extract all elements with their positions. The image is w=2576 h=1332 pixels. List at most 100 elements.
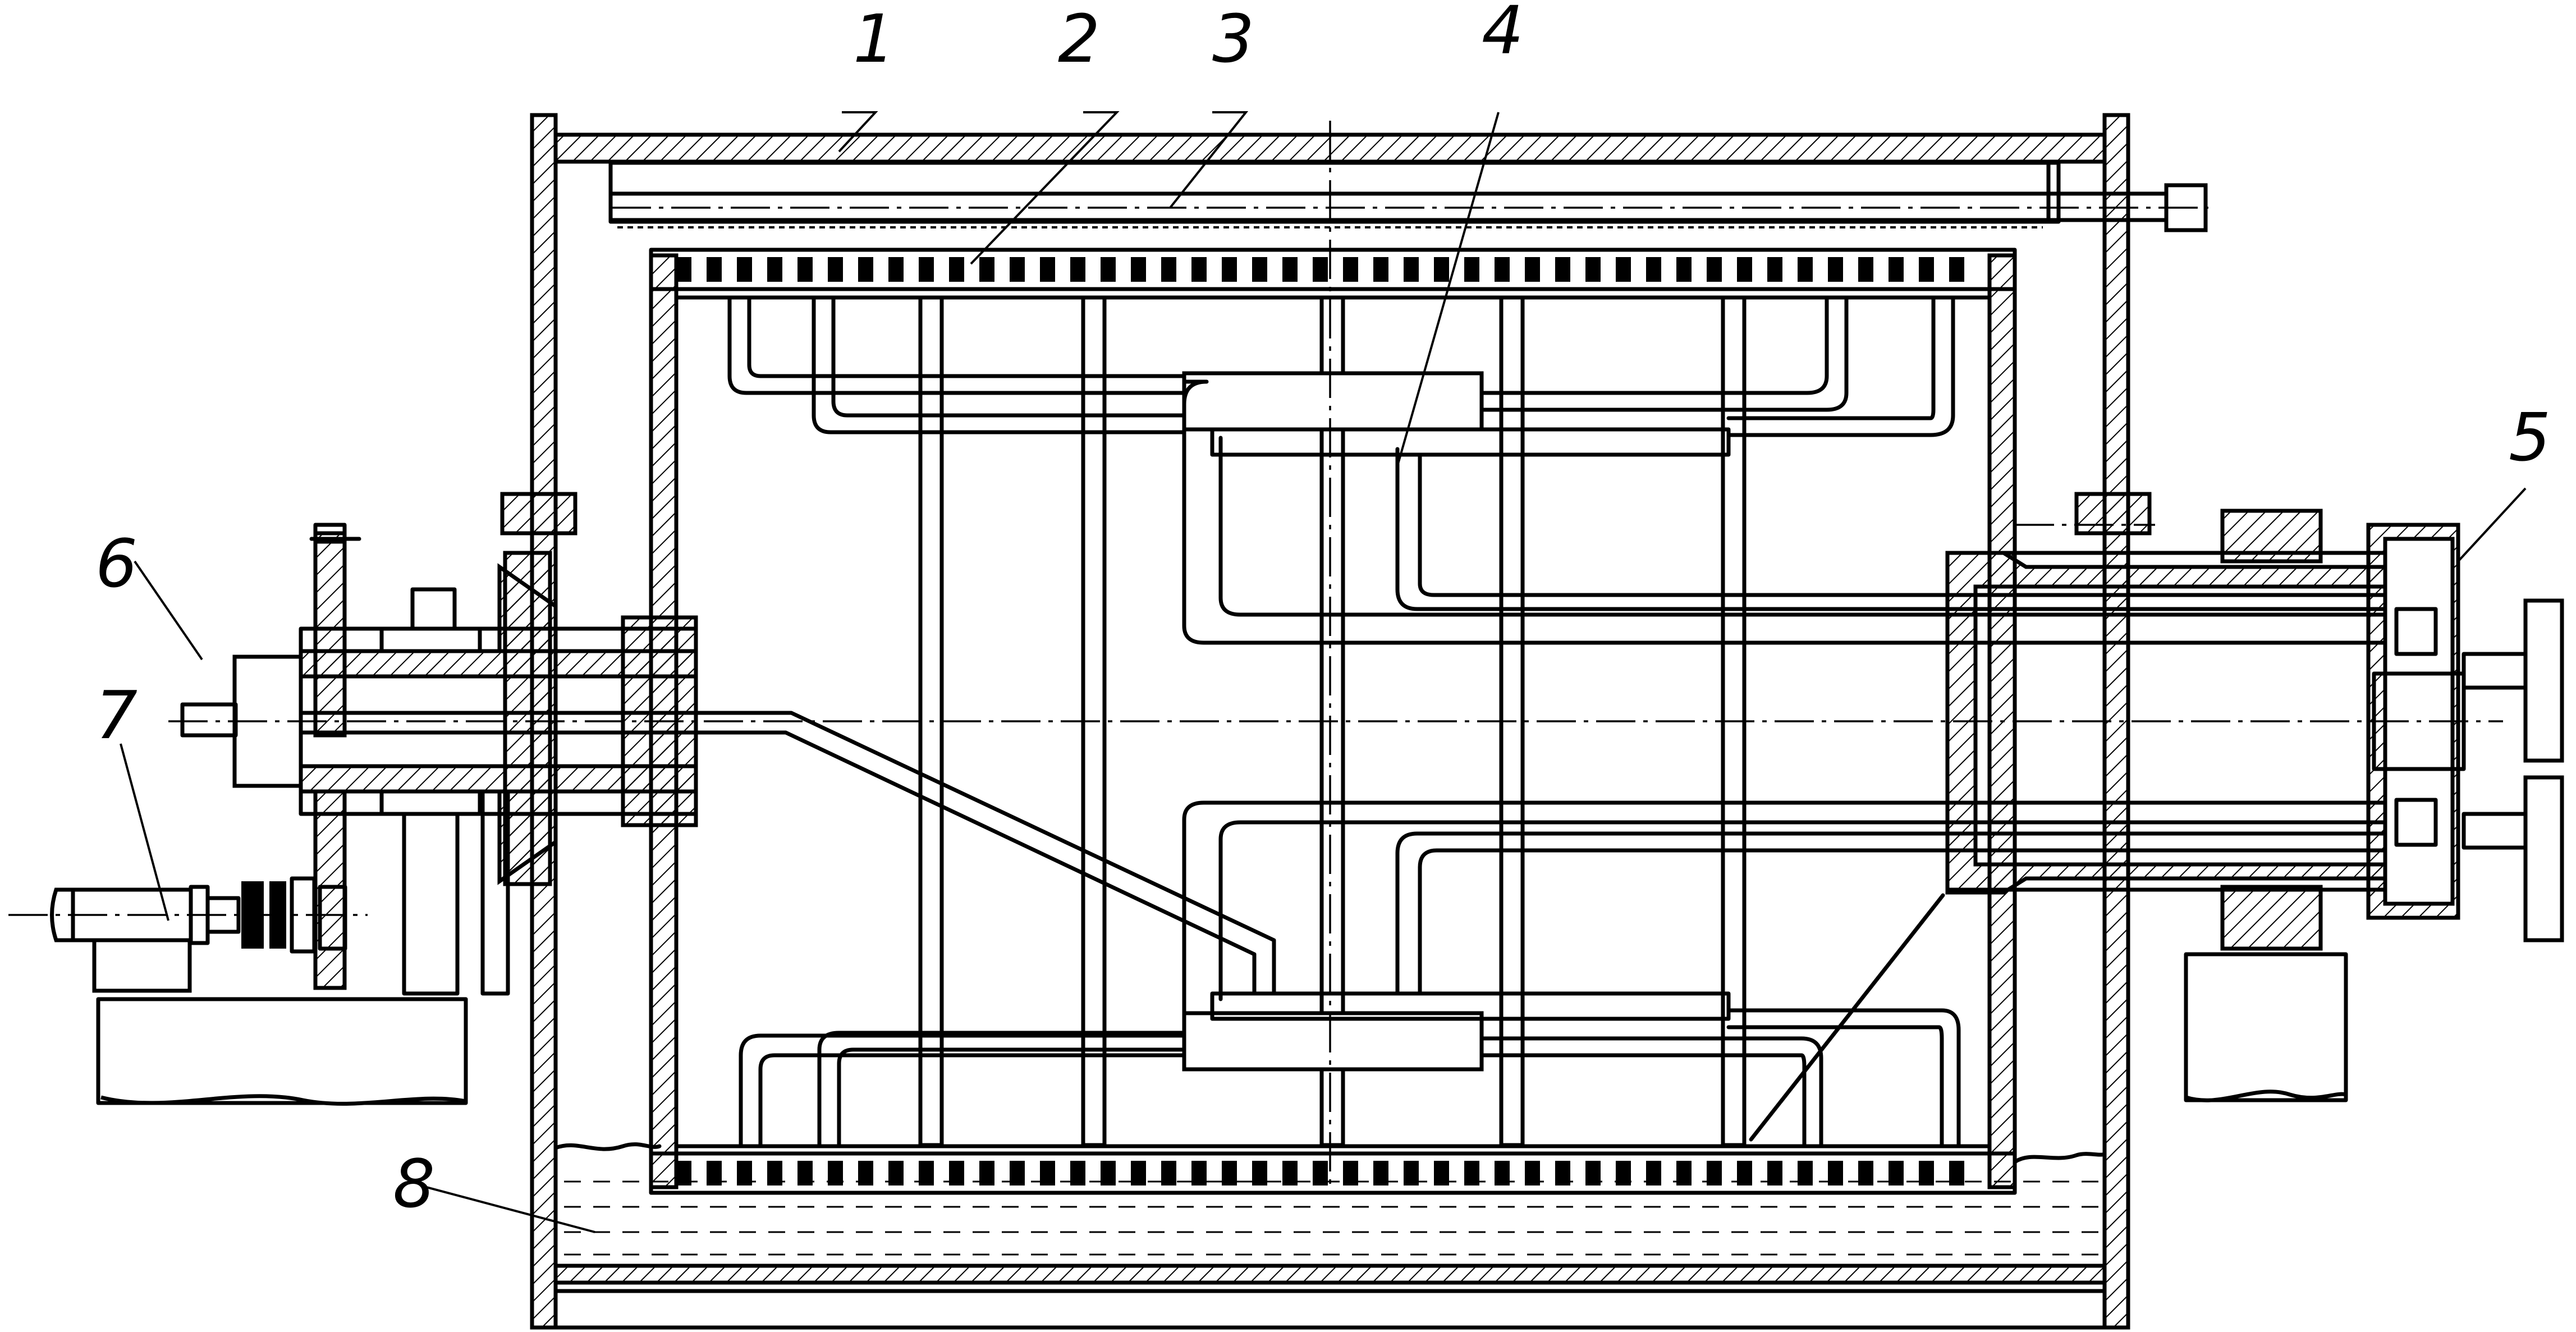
drum-perforation-segment xyxy=(676,1161,691,1185)
drum-perforation-segment xyxy=(797,257,813,282)
callout-2: 2 xyxy=(1058,0,1100,77)
drum-perforation-segment xyxy=(1737,257,1752,282)
drum-perforation-segment xyxy=(1404,1161,1419,1185)
drum-perforation-segment xyxy=(1889,1161,1904,1185)
anode-bar xyxy=(608,161,2208,232)
drum-perforation-segment xyxy=(1313,1161,1328,1185)
drum-perforation-segment xyxy=(1434,257,1449,282)
drum-perforation-segment xyxy=(1252,257,1267,282)
drum-perforation-segment xyxy=(1464,1161,1479,1185)
drum-perforation-segment xyxy=(979,1161,994,1185)
drum-perforation-segment xyxy=(1585,257,1601,282)
drum-perforation-segment xyxy=(1343,257,1358,282)
drum-perforation-segment xyxy=(1131,257,1146,282)
drum-perforation-segment xyxy=(1767,257,1782,282)
drum-perforation-segment xyxy=(1616,1161,1631,1185)
drum-perforation-segment xyxy=(1828,257,1843,282)
drum-perforation-segment xyxy=(1919,1161,1934,1185)
drum-perforation-segment xyxy=(1313,257,1328,282)
drum-perforation-segment xyxy=(1222,257,1237,282)
drum-perforation-segment xyxy=(1495,1161,1510,1185)
drum-perforation-segment xyxy=(1282,257,1298,282)
drum-perforation-segment xyxy=(858,257,873,282)
drum-perforation-segment xyxy=(1252,1161,1267,1185)
drum-perforation-segment xyxy=(676,257,691,282)
drum-perforation-segment xyxy=(1373,257,1388,282)
drum-perforation-segment xyxy=(1555,257,1570,282)
drum-perforation-segment xyxy=(1858,257,1873,282)
drum-perforation-segment xyxy=(1585,1161,1601,1185)
drum-perforation-segment xyxy=(1404,257,1419,282)
leader-lines xyxy=(120,111,2527,1233)
drum-perforation-segment xyxy=(1373,1161,1388,1185)
drum-perforation-segment xyxy=(1767,1161,1782,1185)
drum-perforation-segment xyxy=(1707,257,1722,282)
drum-perforation-segment xyxy=(1161,257,1176,282)
drum-perforation-segment xyxy=(737,257,752,282)
drum-perforation-segment xyxy=(949,1161,964,1185)
drum-perforation-segment xyxy=(888,1161,904,1185)
drum-perforation-segment xyxy=(707,1161,722,1185)
callout-4: 4 xyxy=(1482,0,1524,69)
drive-motor xyxy=(8,537,468,1106)
drum-perforation-segment xyxy=(767,1161,782,1185)
drum-perforation-segment xyxy=(1070,257,1085,282)
drum-perforation-segment xyxy=(1495,257,1510,282)
callout-labels: 1 2 3 4 5 6 7 8 xyxy=(95,0,2551,1223)
drum-perforation-segment xyxy=(1282,1161,1298,1185)
drum-perforation-segment xyxy=(858,1161,873,1185)
drum-perforation-segment xyxy=(1131,1161,1146,1185)
drum-perforation-segment xyxy=(1555,1161,1570,1185)
drum-perforation-segment xyxy=(1222,1161,1237,1185)
drum-perforation-segment xyxy=(1010,257,1025,282)
drum-perforation-segment xyxy=(1040,1161,1055,1185)
drum-perforation-segment xyxy=(737,1161,752,1185)
drum-perforation-segment xyxy=(1101,1161,1116,1185)
drum-perforation-segment xyxy=(1191,1161,1207,1185)
drum-perforation-segment xyxy=(828,1161,843,1185)
callout-8: 8 xyxy=(393,1145,435,1223)
drum-perforation-segment xyxy=(1070,1161,1085,1185)
drum-perforation-segment xyxy=(1676,257,1692,282)
drum-perforation-segment xyxy=(1707,1161,1722,1185)
drum-perforation-segment xyxy=(828,257,843,282)
drum-perforation-segment xyxy=(979,257,994,282)
drum-perforation-segment xyxy=(1616,257,1631,282)
drum-perforation-segment xyxy=(1828,1161,1843,1185)
drum-perforation-segment xyxy=(1525,257,1540,282)
drum-perforation-segment xyxy=(919,257,934,282)
drum-perforation-segment xyxy=(1676,1161,1692,1185)
drum-perforation-segment xyxy=(1161,1161,1176,1185)
drum-perforation-segment xyxy=(1889,257,1904,282)
drum-perforation-segment xyxy=(1101,257,1116,282)
callout-1: 1 xyxy=(853,0,895,77)
drum-perforation-segment xyxy=(1646,257,1661,282)
drum-perforation-segment xyxy=(1949,257,1964,282)
drum-perforation-segment xyxy=(1858,1161,1873,1185)
drum-perforation-segment xyxy=(797,1161,813,1185)
drum-perforation-segment xyxy=(1646,1161,1661,1185)
drum-perforation-segment xyxy=(707,257,722,282)
drum-perforation-segment xyxy=(1191,257,1207,282)
drum-perforation-segment xyxy=(1434,1161,1449,1185)
drum-perforation-segment xyxy=(1737,1161,1752,1185)
drum-perforation-segment xyxy=(1525,1161,1540,1185)
drum-perforation-segment xyxy=(1798,1161,1813,1185)
drum-perforation-segment xyxy=(1949,1161,1964,1185)
drum-perforation-segment xyxy=(1343,1161,1358,1185)
callout-6: 6 xyxy=(95,525,137,602)
callout-7: 7 xyxy=(95,676,137,754)
drum-perforation-segment xyxy=(1040,257,1055,282)
callout-3: 3 xyxy=(1212,0,1254,77)
centre-lines xyxy=(168,121,2503,1187)
drum-perforation-segment xyxy=(1464,257,1479,282)
drum-perforation-segment xyxy=(1919,257,1934,282)
right-shaft-assembly xyxy=(1749,492,2564,1142)
drum-perforation-segment xyxy=(767,257,782,282)
drum-perforation-segment xyxy=(949,257,964,282)
drum-perforation-segment xyxy=(1798,257,1813,282)
drum-perforation-segment xyxy=(888,257,904,282)
callout-5: 5 xyxy=(2509,399,2551,476)
drum-perforation-segment xyxy=(919,1161,934,1185)
